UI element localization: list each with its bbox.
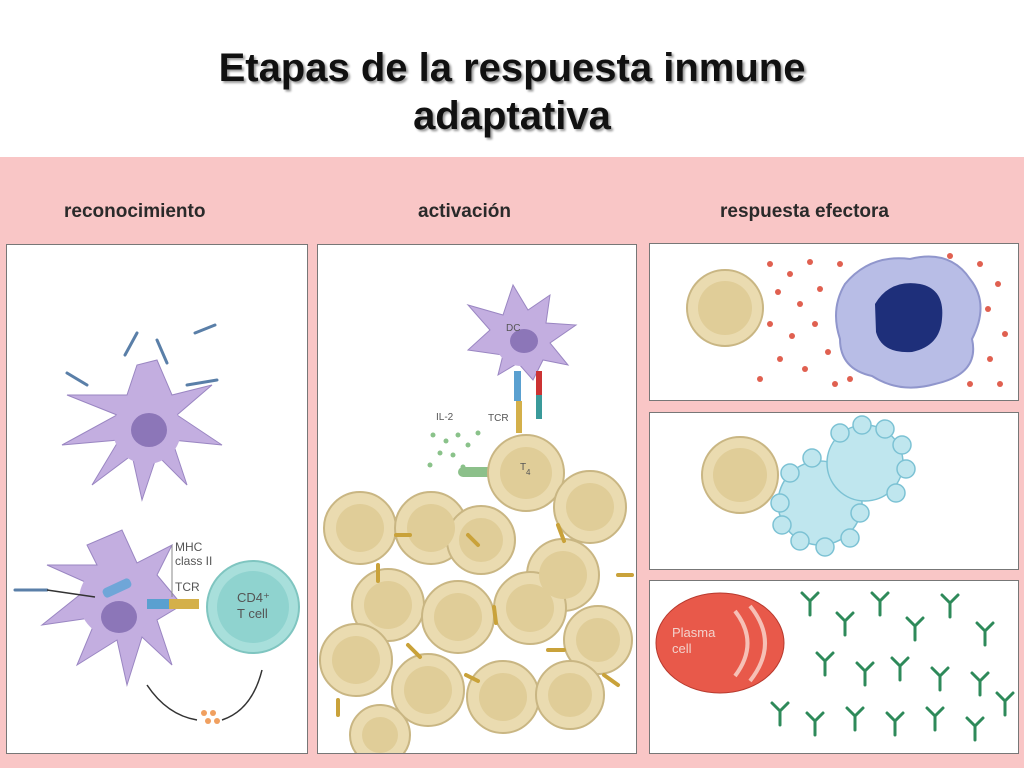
dc-label: DC	[506, 323, 520, 334]
antigen-icon	[65, 323, 219, 387]
secretion-arrow	[146, 684, 198, 721]
plasma-label-2: cell	[672, 641, 692, 656]
slide-title: Etapas de la respuesta inmune adaptativa	[0, 44, 1024, 140]
dendritic-cell-icon: DC	[466, 283, 578, 381]
il2-dots	[427, 430, 481, 470]
title-line-2: adaptativa	[413, 94, 611, 138]
panel-effector-macrophage	[649, 243, 1019, 401]
macrophage-icon	[835, 255, 982, 389]
heading-activation: activación	[418, 201, 511, 222]
tcr-icon	[516, 401, 522, 433]
tcr-icon	[169, 599, 199, 609]
t-cell-nuclei	[332, 483, 620, 753]
immune-response-figure: reconocimiento activación respuesta efec…	[0, 157, 1024, 768]
cd4-label-2: T cell	[237, 606, 268, 621]
cytokine-dots	[757, 253, 1008, 387]
plasma-label-1: Plasma	[672, 625, 716, 640]
antigen-presenting-cell-icon	[40, 529, 183, 687]
t-cell-icon	[701, 436, 779, 514]
antibody-icons	[770, 591, 1015, 742]
uptake-arrow	[46, 589, 96, 598]
cd4-t-cell-icon: CD4⁺ T cell	[206, 560, 300, 654]
panel-effector-plasma: Plasma cell	[649, 580, 1019, 754]
heading-recognition: reconocimiento	[64, 201, 206, 222]
mhc-label-2: class II	[175, 554, 212, 568]
feedback-arrow	[221, 669, 263, 721]
plasma-cell-icon: Plasma cell	[655, 592, 785, 694]
title-line-1: Etapas de la respuesta inmune	[218, 46, 806, 90]
dendritic-cell-icon	[61, 359, 223, 502]
t4-label: T	[520, 462, 526, 473]
cytokine-dots	[201, 710, 220, 724]
il2-label: IL-2	[436, 412, 454, 423]
panel-effector-cytotoxic	[649, 412, 1019, 570]
mhc-molecule-icon	[147, 599, 169, 609]
tcr-label-2: TCR	[488, 413, 509, 424]
tcr-label: TCR	[175, 580, 200, 594]
heading-effector: respuesta efectora	[720, 201, 889, 222]
panel-recognition: MHC class II TCR CD4⁺ T cell	[6, 244, 308, 754]
t-cell-icon	[686, 269, 764, 347]
cd4-label-1: CD4⁺	[237, 590, 270, 605]
receptor-marks	[336, 523, 634, 717]
target-cell-icon	[770, 415, 916, 557]
t4-cell-icon: T 4	[487, 434, 565, 512]
panel-activation: DC TCR IL-2 T 4	[317, 244, 637, 754]
mhc-label-1: MHC	[175, 540, 203, 554]
t4-sub: 4	[526, 468, 531, 477]
